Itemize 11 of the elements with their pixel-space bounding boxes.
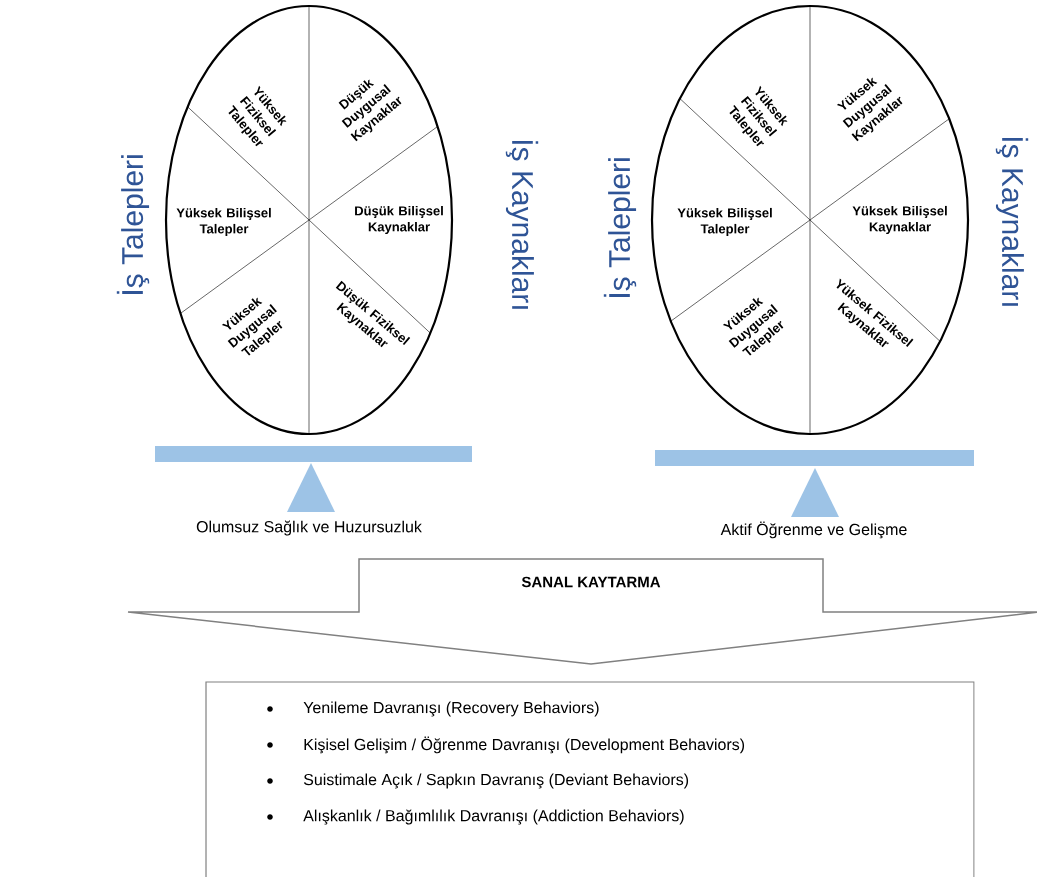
balance-caption: Olumsuz Sağlık ve Huzursuzluk	[196, 520, 422, 536]
list-item: Yenileme Davranışı (Recovery Behaviors)	[303, 701, 599, 717]
list-item: Kişisel Gelişim / Öğrenme Davranışı (Development Behaviors)	[304, 736, 745, 754]
side-title: İş Kaynakları	[505, 141, 539, 309]
sector-label: Yüksek Bilişsel Talepler	[677, 207, 772, 237]
sector-label: Düşük Bilişsel Kaynaklar	[355, 205, 443, 235]
balance-caption: Aktif Öğrenme ve Gelişme	[720, 521, 907, 539]
list-item: Suistimale Açık / Sapkın Davranış (Deviant Behaviors)	[303, 773, 689, 789]
sector-label: Yüksek Bilişsel Kaynaklar	[852, 205, 947, 235]
sector-label: Yüksek Bilişsel Talepler	[176, 207, 271, 237]
list-item: Alışkanlık / Bağımlılık Davranışı (Addiction Behaviors)	[303, 809, 684, 825]
